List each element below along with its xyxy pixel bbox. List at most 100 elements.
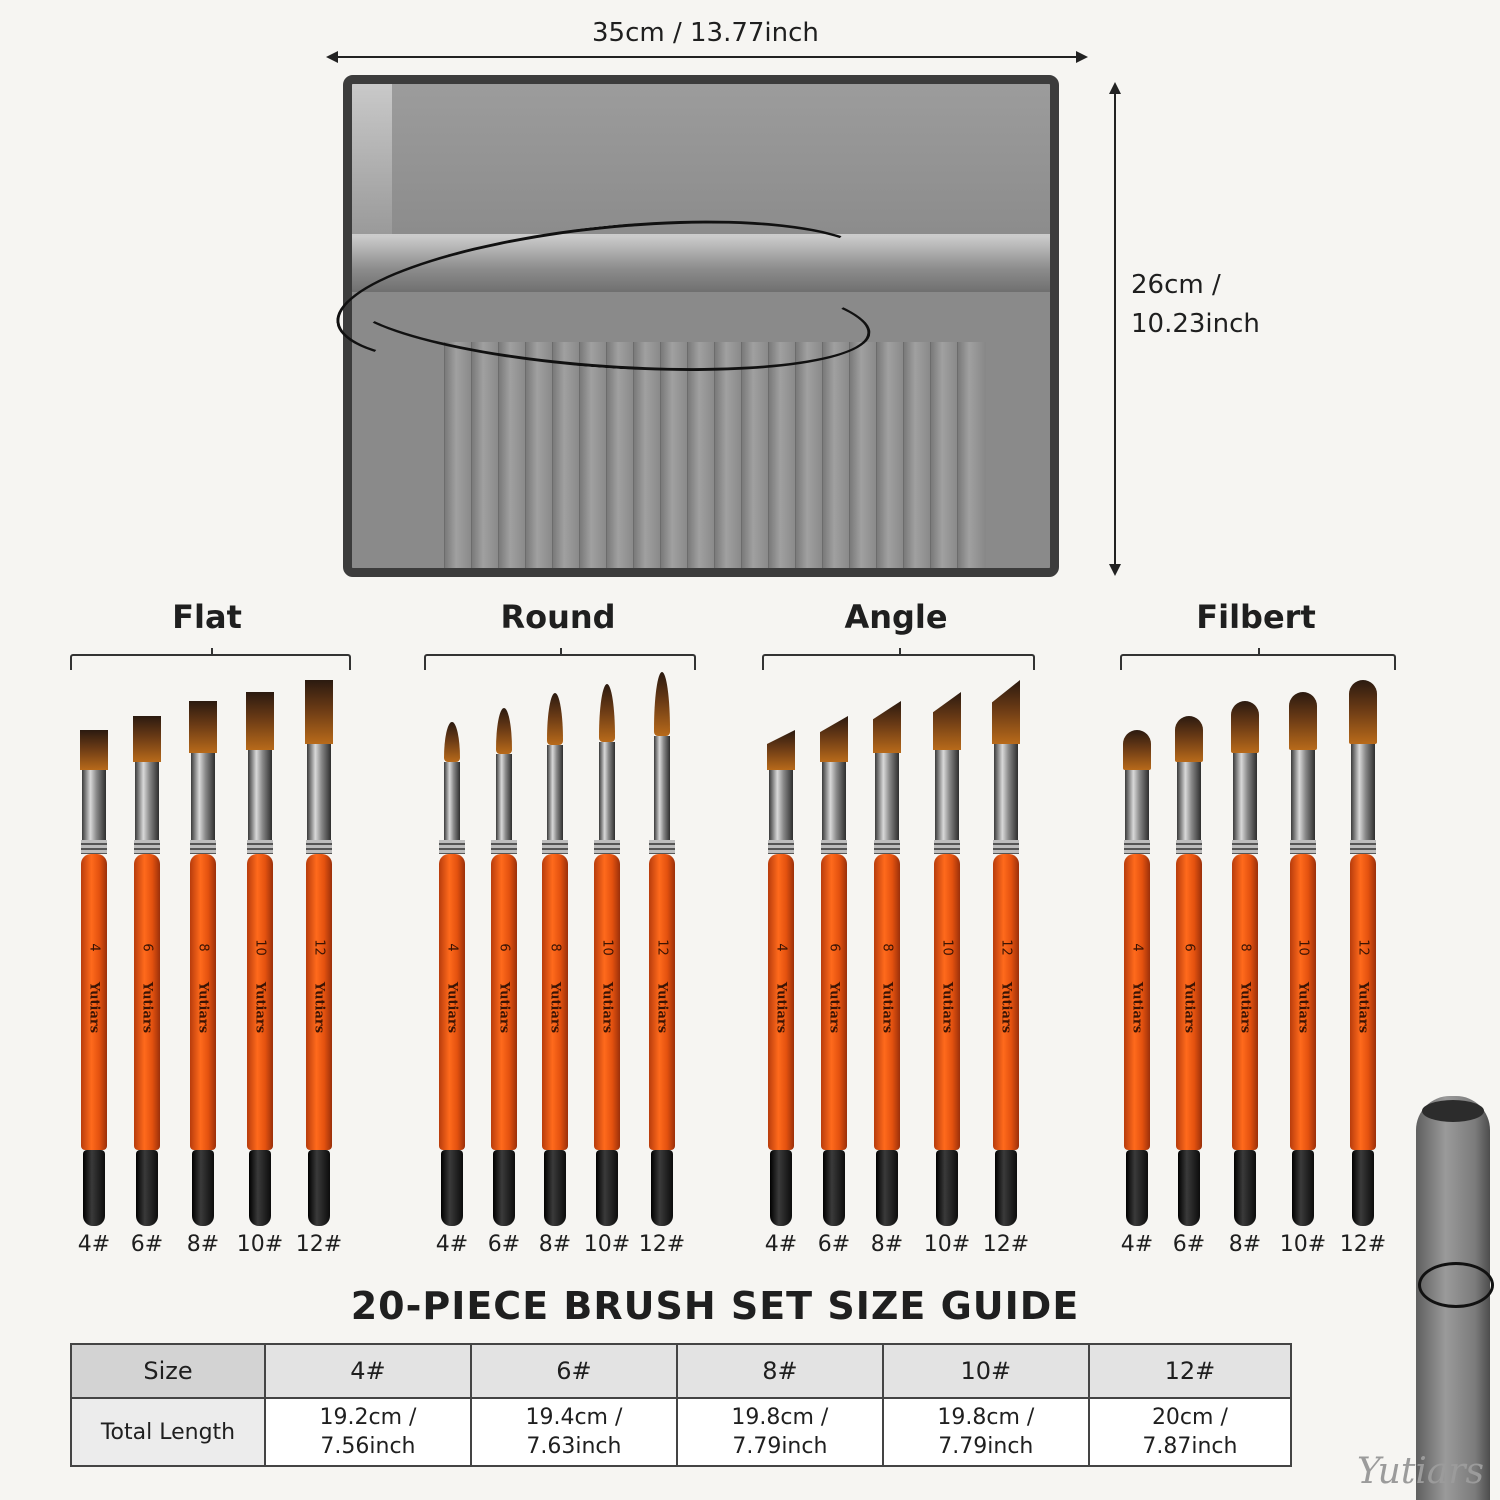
brush-handle-end [308,1150,330,1226]
brush-crimp-ring [542,840,568,854]
brush-handle-end [651,1150,673,1226]
brush-size-label: 4# [764,1232,798,1257]
brush-crimp-ring [306,840,332,854]
brush-ferrule [1233,753,1257,840]
brush-handle-end [876,1150,898,1226]
handle-brand-text: Yutiars [1355,981,1371,1034]
table-header-row: Size 4# 6# 8# 10# 12# [70,1343,1293,1399]
brush-slot [498,342,527,568]
length-cell: 19.8cm /7.79inch [675,1397,884,1467]
brush-slot [957,342,986,568]
handle-brand-text: Yutiars [599,981,615,1034]
brush-size-label: 8# [186,1232,220,1257]
brush-ferrule [654,736,670,840]
brush-handle [134,854,160,1150]
brush-bristles [1289,692,1317,750]
handle-size-number: 6 [1181,943,1197,952]
handle-brand-text: Yutiars [1181,981,1197,1034]
length-cell: 19.8cm /7.79inch [881,1397,1090,1467]
size-cell: 8# [675,1343,884,1399]
brush-crimp-ring [81,840,107,854]
brush-handle [81,854,107,1150]
brush-size-label: 8# [538,1232,572,1257]
height-arrow-top-head [1109,82,1121,94]
brush-handle-end [1178,1150,1200,1226]
brush-crimp-ring [1124,840,1150,854]
clear-pvc-strip [352,234,1050,292]
brush-handle [1124,854,1150,1150]
brush-ferrule [135,762,159,840]
size-cell: 10# [881,1343,1090,1399]
brush-crimp-ring [1350,840,1376,854]
handle-brand-text: Yutiars [195,981,211,1034]
brush-crimp-ring [491,840,517,854]
handle-size-number: 12 [654,939,670,956]
brush-slot [579,342,608,568]
brush-handle [1290,854,1316,1150]
brush-handle-end [441,1150,463,1226]
brush-crimp-ring [190,840,216,854]
brush-size-label: 10# [1279,1232,1327,1257]
brush-bristles [246,692,274,750]
height-arrow-line [1114,88,1116,568]
brush-ferrule [547,745,563,840]
brush-handle [768,854,794,1150]
handle-size-number: 10 [1295,939,1311,956]
brush-ferrule [307,744,331,840]
brush-handle [821,854,847,1150]
category-title-flat: Flat [172,598,242,636]
handle-brand-text: Yutiars [252,981,268,1034]
brush-bristles [873,701,901,753]
brush-size-label: 6# [817,1232,851,1257]
handle-size-number: 8 [1237,943,1253,952]
brush-bristles [1349,680,1377,744]
category-title-angle: Angle [844,598,948,636]
brush-size-label: 6# [487,1232,521,1257]
brush-handle-end [544,1150,566,1226]
brush-bristles [820,716,848,762]
brush-handle [874,854,900,1150]
brush-handle-end [249,1150,271,1226]
brush-bristles [1231,701,1259,753]
handle-size-number: 10 [599,939,615,956]
top-pocket [352,84,1050,236]
brush-ferrule [1125,770,1149,840]
brush-ferrule [496,754,512,840]
brush-handle-end [1126,1150,1148,1226]
handle-brand-text: Yutiars [939,981,955,1034]
handle-size-number: 10 [939,939,955,956]
brush-ferrule [191,753,215,840]
handle-size-number: 6 [496,943,512,952]
brush-crimp-ring [874,840,900,854]
brush-crimp-ring [1290,840,1316,854]
brush-handle-end [136,1150,158,1226]
brush-size-label: 12# [982,1232,1030,1257]
brush-bristles [599,684,615,742]
handle-brand-text: Yutiars [826,981,842,1034]
handle-size-number: 4 [444,943,460,952]
rolled-tie-string [1418,1262,1494,1308]
brush-slot [822,342,851,568]
brush-size-label: 12# [638,1232,686,1257]
brush-size-label: 8# [870,1232,904,1257]
brush-ferrule [82,770,106,840]
brush-handle-end [1234,1150,1256,1226]
brush-slot [525,342,554,568]
brush-bristles [547,693,563,745]
length-cell: 19.2cm /7.56inch [264,1397,472,1467]
handle-brand-text: Yutiars [1237,981,1253,1034]
brush-bristles [305,680,333,744]
handle-size-number: 8 [195,943,211,952]
brush-ferrule [248,750,272,840]
handle-size-number: 4 [86,943,102,952]
category-bracket [1120,648,1396,670]
handle-size-number: 4 [773,943,789,952]
table-length-row: Total Length 19.2cm /7.56inch 19.4cm /7.… [70,1397,1293,1467]
brush-ferrule [994,744,1018,840]
handle-brand-text: Yutiars [1129,981,1145,1034]
